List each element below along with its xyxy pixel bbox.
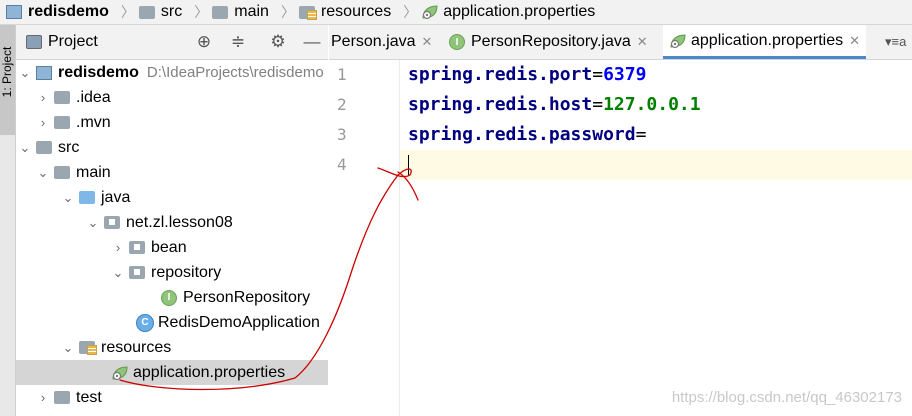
- chevron-right-icon: ›: [115, 240, 121, 255]
- project-view-selector[interactable]: Project ▼: [26, 33, 116, 140]
- property-value: 127.0.0.1: [603, 94, 701, 115]
- tree-row-repository[interactable]: ⌄ repository: [112, 263, 222, 281]
- package-icon: [129, 266, 145, 279]
- module-folder-icon: [6, 5, 22, 19]
- property-separator: =: [592, 94, 604, 115]
- tree-row-redis-demo-application[interactable]: C RedisDemoApplication: [16, 310, 328, 335]
- spring-boot-class-icon: C: [136, 313, 154, 332]
- interface-icon: I: [449, 34, 465, 50]
- code-editor[interactable]: 1 2 3 4 spring.redis.port=6379 spring.re…: [329, 60, 912, 416]
- project-tree: ⌄ redisdemo D:\IdeaProjects\redisdemo › …: [16, 60, 328, 416]
- property-separator: =: [635, 124, 647, 145]
- tree-row-resources[interactable]: ⌄ resources: [62, 338, 172, 356]
- chevron-down-icon: ⌄: [112, 264, 124, 280]
- project-toolbar: Project ▼ ⊕ ≑ ⚙ —: [16, 25, 328, 140]
- tree-row-redisdemo[interactable]: ⌄ redisdemo D:\IdeaProjects\redisdemo: [19, 63, 324, 82]
- current-line-highlight: [329, 150, 912, 180]
- chevron-down-icon: ⌄: [62, 339, 74, 355]
- chevron-down-icon: ⌄: [62, 189, 74, 205]
- tree-row-java[interactable]: ⌄ java: [62, 188, 131, 206]
- collapse-icon[interactable]: ≑: [230, 32, 246, 51]
- tab-person-java[interactable]: Person.java ✕: [331, 33, 433, 50]
- tree-row-mvn[interactable]: › .mvn: [16, 110, 328, 135]
- tree-row-application-properties[interactable]: application.properties: [16, 360, 328, 385]
- tool-window-strip: 1: Project: [0, 25, 16, 416]
- spring-leaf-icon: [422, 5, 438, 20]
- code-line[interactable]: spring.redis.host=127.0.0.1: [408, 90, 701, 120]
- editor-tab-bar: Person.java ✕ I PersonRepository.java ✕ …: [329, 25, 912, 60]
- close-icon[interactable]: ✕: [849, 32, 860, 48]
- line-number-gutter: 1 2 3 4: [329, 60, 400, 416]
- source-folder-icon: [79, 191, 95, 204]
- close-icon[interactable]: ✕: [636, 34, 648, 49]
- chevron-right-icon: ›: [40, 115, 46, 130]
- code-line[interactable]: spring.redis.port=6379: [408, 60, 646, 90]
- tree-row-src[interactable]: ⌄ src: [19, 138, 80, 156]
- tree-row-idea[interactable]: › .idea: [16, 85, 328, 110]
- tree-row-main[interactable]: ⌄ main: [37, 163, 111, 181]
- tree-row-test[interactable]: › test: [16, 385, 328, 410]
- chevron-right-icon: 〉: [120, 4, 135, 20]
- project-icon: [26, 35, 42, 49]
- chevron-down-icon: ⌄: [87, 214, 99, 230]
- tree-row-person-repository[interactable]: I PersonRepository: [16, 285, 328, 310]
- line-number: 1: [337, 65, 347, 84]
- resources-folder-icon: [79, 341, 97, 355]
- folder-icon: [54, 166, 70, 179]
- property-key: spring.redis.host: [408, 94, 593, 115]
- breadcrumb-item-main[interactable]: 〉 main: [194, 3, 269, 20]
- folder-icon: [212, 5, 229, 19]
- tree-row-bean[interactable]: › bean: [16, 235, 328, 260]
- resources-folder-icon: [298, 5, 317, 20]
- folder-icon: [54, 91, 70, 104]
- target-icon[interactable]: ⊕: [196, 32, 212, 51]
- tab-application-properties[interactable]: application.properties ✕: [663, 25, 866, 59]
- line-number: 3: [337, 125, 347, 144]
- tab-person-repository-java[interactable]: I PersonRepository.java ✕: [449, 25, 648, 59]
- code-line[interactable]: spring.redis.password=: [408, 120, 646, 150]
- breadcrumb-item-src[interactable]: 〉 src: [120, 3, 183, 20]
- chevron-down-icon: ⌄: [37, 164, 49, 180]
- chevron-right-icon: 〉: [194, 4, 209, 20]
- package-icon: [129, 241, 145, 254]
- watermark: https://blog.csdn.net/qq_46302173: [671, 389, 902, 406]
- breadcrumb-item-application-properties[interactable]: 〉 application.properties: [403, 3, 596, 20]
- chevron-right-icon: 〉: [403, 4, 418, 20]
- breadcrumb-item-redisdemo[interactable]: redisdemo: [0, 3, 109, 21]
- text-caret: [408, 155, 409, 175]
- module-folder-icon: [36, 65, 52, 80]
- chevron-right-icon: ›: [40, 90, 46, 105]
- gear-icon[interactable]: ⚙: [270, 32, 286, 51]
- line-number: 2: [337, 95, 347, 114]
- property-value: 6379: [603, 64, 647, 85]
- chevron-down-icon: ⌄: [19, 64, 31, 80]
- chevron-right-icon: 〉: [280, 4, 295, 20]
- project-tool-tab[interactable]: 1: Project: [0, 25, 15, 135]
- chevron-down-icon: ⌄: [19, 139, 31, 155]
- chevron-right-icon: ›: [40, 390, 46, 405]
- property-key: spring.redis.port: [408, 64, 593, 85]
- folder-icon: [54, 391, 70, 404]
- property-key: spring.redis.password: [408, 124, 636, 145]
- folder-icon: [36, 141, 52, 154]
- folder-icon: [138, 5, 155, 19]
- spring-leaf-icon: [670, 33, 686, 48]
- property-separator: =: [592, 64, 604, 85]
- package-icon: [104, 216, 120, 229]
- tree-row-net-zl-lesson08[interactable]: ⌄ net.zl.lesson08: [87, 213, 233, 231]
- minimize-icon[interactable]: —: [303, 32, 321, 51]
- spring-leaf-icon: [112, 365, 128, 380]
- interface-icon: I: [161, 289, 177, 306]
- folder-icon: [54, 116, 70, 129]
- line-number: 4: [337, 155, 347, 174]
- breadcrumb: redisdemo 〉 src 〉 main 〉 resources 〉 app…: [0, 0, 912, 25]
- close-icon[interactable]: ✕: [421, 34, 433, 49]
- tabs-overflow-menu[interactable]: ▾≡a: [885, 34, 907, 49]
- breadcrumb-item-resources[interactable]: 〉 resources: [280, 3, 392, 20]
